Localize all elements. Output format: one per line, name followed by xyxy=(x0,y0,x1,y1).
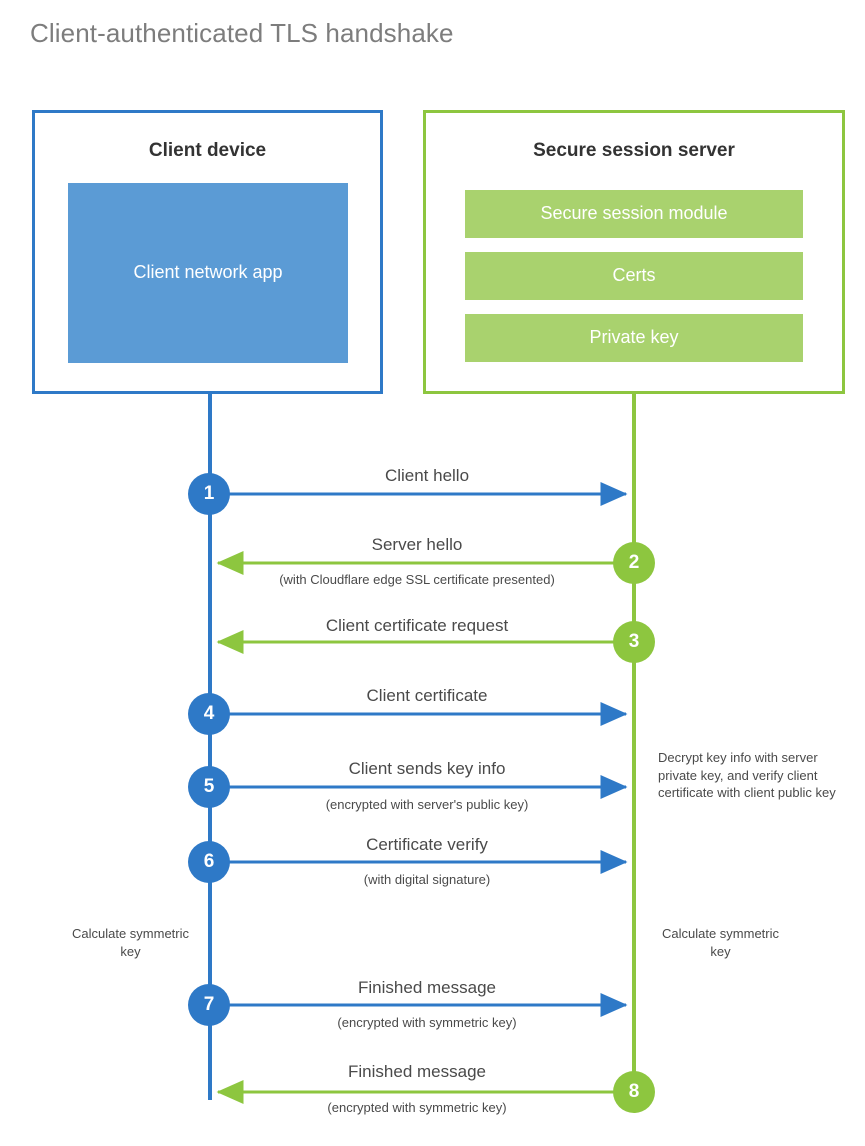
step-label-8: Finished message xyxy=(348,1062,486,1081)
note-server-decrypt: Decrypt key info with server private key… xyxy=(658,750,836,801)
step-label-7: Finished message xyxy=(358,978,496,997)
actor-box-client-device: Client device Client network app xyxy=(32,110,383,394)
step-circle-1[interactable]: 1 xyxy=(188,473,230,515)
private-key-module: Private key xyxy=(465,314,803,362)
step-circle-6[interactable]: 6 xyxy=(188,841,230,883)
step-circle-2[interactable]: 2 xyxy=(613,542,655,584)
certs-module: Certs xyxy=(465,252,803,300)
lifeline-client xyxy=(208,394,212,1100)
step-sublabel-2: (with Cloudflare edge SSL certificate pr… xyxy=(279,572,555,587)
step-sublabel-7: (encrypted with symmetric key) xyxy=(337,1015,517,1030)
step-label-2: Server hello xyxy=(371,535,463,554)
step-sublabel-8: (encrypted with symmetric key) xyxy=(327,1100,507,1115)
step-circle-5[interactable]: 5 xyxy=(188,766,230,808)
step-label-5: Client sends key info xyxy=(348,759,506,778)
step-label-6: Certificate verify xyxy=(366,835,488,854)
secure-session-server-title: Secure session server xyxy=(533,140,735,161)
step-label-3: Client certificate request xyxy=(325,616,509,635)
step-circle-4[interactable]: 4 xyxy=(188,693,230,735)
step-label-4: Client certificate xyxy=(366,686,488,705)
secure-session-module: Secure session module xyxy=(465,190,803,238)
page-title: Client-authenticated TLS handshake xyxy=(30,18,454,48)
step-circle-3[interactable]: 3 xyxy=(613,621,655,663)
lifeline-server xyxy=(632,394,636,1093)
client-device-title: Client device xyxy=(148,140,267,161)
step-circle-8[interactable]: 8 xyxy=(613,1071,655,1113)
client-network-app-module: Client network app xyxy=(68,183,348,363)
step-sublabel-5: (encrypted with server's public key) xyxy=(325,797,529,812)
actor-box-secure-session-server: Secure session server Secure session mod… xyxy=(423,110,845,394)
step-sublabel-6: (with digital signature) xyxy=(363,872,491,887)
note-server-calculate-symmetric-key: Calculate symmetric key xyxy=(661,926,780,959)
note-client-calculate-symmetric-key: Calculate symmetric key xyxy=(71,926,190,959)
step-label-1: Client hello xyxy=(384,466,470,485)
step-circle-7[interactable]: 7 xyxy=(188,984,230,1026)
